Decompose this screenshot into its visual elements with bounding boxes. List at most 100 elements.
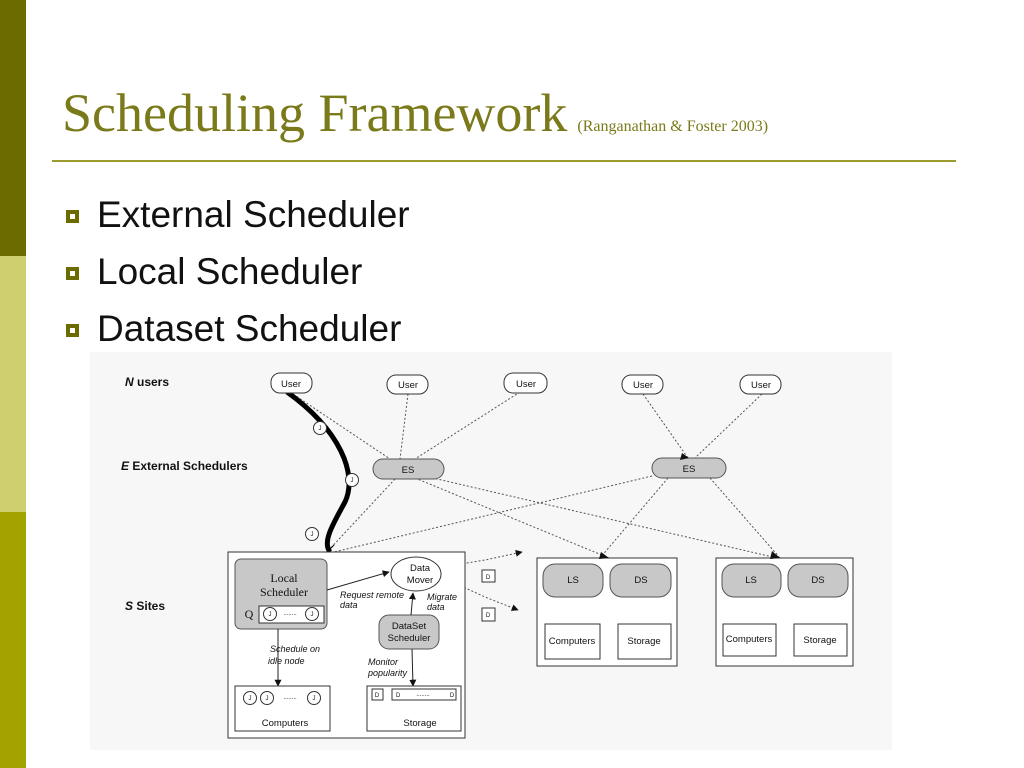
monitor-label: popularity [367, 668, 408, 678]
connector-es2-site3 [709, 477, 781, 559]
row-label-users: N users [125, 375, 169, 389]
svg-text:J: J [269, 612, 272, 618]
bullet-text: Dataset Scheduler [97, 307, 402, 349]
computers-box [544, 623, 601, 660]
svg-text:User: User [516, 379, 536, 390]
connector-ds-storage [409, 648, 417, 687]
hollow-square-bullet-icon [66, 324, 79, 337]
job-label: J [311, 532, 314, 538]
local-scheduler-label: Local [270, 571, 298, 585]
svg-text:ES: ES [683, 464, 696, 475]
data-mover-node [390, 556, 442, 592]
scheduling-diagram: N users E External Schedulers S Sites J … [90, 352, 892, 750]
svg-text:D: D [450, 693, 455, 699]
local-scheduler-label: LS [745, 575, 757, 586]
svg-text:J: J [249, 696, 252, 702]
accent-bar-middle [0, 256, 26, 512]
dataset-scheduler-node [787, 563, 849, 598]
dataset-scheduler-label: DS [634, 575, 647, 586]
main-computers-label: Computers [262, 718, 309, 729]
data-mover-label: Mover [407, 575, 433, 586]
request-remote-label: Request remote [340, 590, 404, 600]
local-scheduler-label: Scheduler [260, 585, 308, 599]
job-marker [345, 473, 359, 487]
schedule-label: idle node [268, 656, 305, 666]
svg-text:D: D [396, 693, 401, 699]
title-rule [52, 160, 956, 162]
bullet-list: External Scheduler Local Scheduler Datas… [66, 186, 410, 357]
queue-label: Q [245, 607, 254, 621]
dataset-scheduler-node [609, 563, 672, 598]
svg-text:D: D [375, 693, 380, 699]
svg-text:........: ........ [283, 695, 297, 701]
svg-text:J: J [311, 612, 314, 618]
svg-text:User: User [751, 380, 771, 391]
dataset-scheduler-label: DataSet [392, 621, 427, 632]
hollow-square-bullet-icon [66, 210, 79, 223]
migrate-label: data [427, 602, 445, 612]
dataset-scheduler-label: DS [811, 575, 824, 586]
data-chunk [481, 569, 496, 583]
data-chunk-label: D [486, 613, 491, 619]
slide-title: Scheduling Framework (Ranganathan & Foste… [62, 82, 768, 144]
svg-text:........: ........ [283, 611, 297, 617]
connector-ds-datamover [408, 592, 416, 616]
job-submission-path [285, 389, 352, 554]
bullet-text: Local Scheduler [97, 250, 363, 292]
user-node: User [621, 374, 664, 395]
connector-es1-site3 [419, 474, 778, 559]
bullet-item: External Scheduler [66, 186, 410, 243]
dataset-scheduler-label: Scheduler [388, 633, 431, 644]
monitor-label: Monitor [368, 657, 399, 667]
svg-text:User: User [281, 379, 301, 390]
connector-es2-site2 [599, 477, 669, 559]
request-remote-label: data [340, 600, 358, 610]
svg-text:J: J [266, 696, 269, 702]
connector-user3-es1 [414, 391, 521, 460]
connector-es2-site1 [333, 475, 653, 553]
local-scheduler-node [721, 563, 782, 598]
external-scheduler-node: ES [651, 457, 727, 479]
connector-user1-es1 [289, 391, 391, 460]
arrowhead [680, 453, 689, 460]
remote-site: LS DS Computers Storage [715, 557, 854, 667]
svg-text:ES: ES [402, 465, 415, 476]
job-marker [305, 527, 319, 541]
storage-box [793, 623, 848, 657]
title-text: Scheduling Framework [62, 83, 568, 143]
data-chunk-label: D [486, 575, 491, 581]
accent-bar-top [0, 0, 26, 256]
connector-ls-datamover [326, 570, 390, 591]
row-label-external-schedulers: E External Schedulers [121, 459, 248, 473]
svg-text:........: ........ [416, 692, 430, 698]
computers-label: Computers [549, 636, 596, 647]
computers-box [722, 623, 777, 657]
arrowhead [599, 552, 609, 559]
local-scheduler-node [542, 563, 604, 598]
storage-label: Storage [803, 635, 836, 646]
user-node: User [270, 372, 313, 394]
storage-box [617, 623, 672, 660]
migrate-label: Migrate [427, 592, 457, 602]
data-mover-label: Data [410, 563, 431, 574]
svg-text:J: J [313, 696, 316, 702]
title-citation: (Ranganathan & Foster 2003) [577, 118, 769, 135]
schedule-label: Schedule on [270, 644, 320, 654]
diagram-svg: N users E External Schedulers S Sites J … [121, 372, 854, 739]
user-node: User [739, 374, 782, 395]
row-label-sites: S Sites [125, 599, 165, 613]
connector-es1-site1 [326, 478, 396, 553]
connector-user2-es1 [399, 393, 409, 460]
remote-site: LS DS Computers Storage [536, 557, 678, 667]
job-marker [313, 421, 327, 435]
svg-text:User: User [633, 380, 653, 391]
connector-user5-es2 [694, 393, 763, 459]
bullet-text: External Scheduler [97, 193, 410, 235]
job-label: J [319, 426, 322, 432]
user-node: User [503, 372, 548, 394]
main-storage-label: Storage [403, 718, 436, 729]
bullet-item: Dataset Scheduler [66, 300, 410, 357]
computers-label: Computers [726, 634, 773, 645]
bullet-item: Local Scheduler [66, 243, 410, 300]
main-site: Local Scheduler Q J ........ J Data Move… [227, 551, 466, 739]
